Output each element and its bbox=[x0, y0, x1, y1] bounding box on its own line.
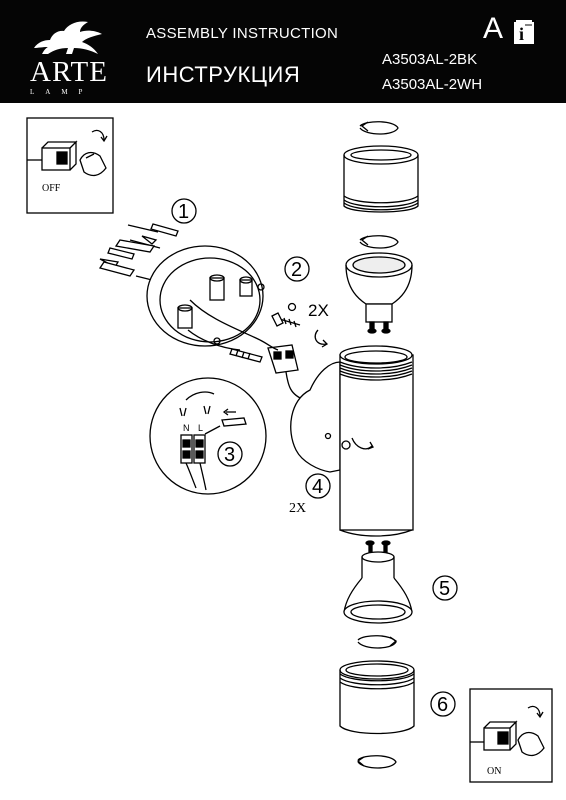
brand-subtitle: LAMP bbox=[30, 88, 94, 96]
griffin-logo-icon bbox=[34, 21, 102, 55]
model-code-2: A3503AL-2WH bbox=[382, 76, 483, 93]
info-book-icon: i bbox=[514, 20, 534, 44]
step-4-number: 4 bbox=[312, 476, 323, 498]
top-rotate-arrow bbox=[359, 121, 399, 135]
terminal-l-label: L bbox=[198, 423, 203, 433]
rotate-arrow-head-icon bbox=[321, 339, 329, 348]
upper-bulb bbox=[345, 252, 413, 334]
bottom-rotate-arrow bbox=[356, 755, 397, 769]
switch-off-panel: OFF bbox=[26, 117, 114, 214]
lower-rotate-arrow bbox=[357, 635, 398, 649]
brand-name: ARTE bbox=[30, 56, 108, 88]
upper-rotate-arrow bbox=[359, 235, 399, 249]
step-5-number: 5 bbox=[439, 578, 450, 600]
switch-on-panel: ON bbox=[469, 688, 553, 783]
mounting-screw bbox=[271, 312, 301, 328]
lower-bulb bbox=[343, 540, 413, 624]
step-6-marker: 6 bbox=[430, 691, 456, 717]
top-cap bbox=[343, 145, 419, 213]
bottom-cap bbox=[339, 660, 415, 735]
washer-icon bbox=[287, 302, 297, 312]
assembly-diagram: OFF 1 2 2X bbox=[26, 117, 553, 783]
step-3-number: 3 bbox=[224, 444, 235, 466]
switch-off-label: OFF bbox=[42, 183, 61, 194]
step-1-number: 1 bbox=[178, 201, 189, 223]
svg-text:i: i bbox=[519, 24, 524, 44]
terminal-n-label: N bbox=[183, 423, 190, 433]
lower-screw bbox=[229, 348, 263, 363]
terminal-block bbox=[259, 339, 306, 401]
step-2-number: 2 bbox=[291, 259, 302, 281]
body-screws-qty-label: 2X bbox=[289, 501, 306, 516]
step-2-marker: 2 bbox=[284, 256, 310, 282]
screws-qty-label: 2X bbox=[308, 301, 329, 320]
mounting-plate bbox=[146, 245, 265, 351]
rotate-arrow-icon bbox=[314, 329, 327, 345]
step-6-number: 6 bbox=[437, 694, 448, 716]
class-letter: A bbox=[483, 12, 504, 45]
step-3-marker: 3 bbox=[217, 441, 243, 467]
model-code-1: A3503AL-2BK bbox=[382, 51, 478, 68]
step-1-marker: 1 bbox=[171, 198, 197, 224]
switch-on-label: ON bbox=[487, 766, 501, 777]
wiring-detail: N L bbox=[149, 377, 267, 495]
header-bar: ARTE LAMP ASSEMBLY INSTRUCTION ИНСТРУКЦИ… bbox=[0, 0, 566, 103]
step-4-marker: 4 bbox=[305, 473, 331, 499]
step-5-marker: 5 bbox=[432, 575, 458, 601]
title-english: ASSEMBLY INSTRUCTION bbox=[146, 25, 339, 42]
lamp-body bbox=[290, 345, 414, 537]
title-russian: ИНСТРУКЦИЯ bbox=[146, 62, 301, 87]
